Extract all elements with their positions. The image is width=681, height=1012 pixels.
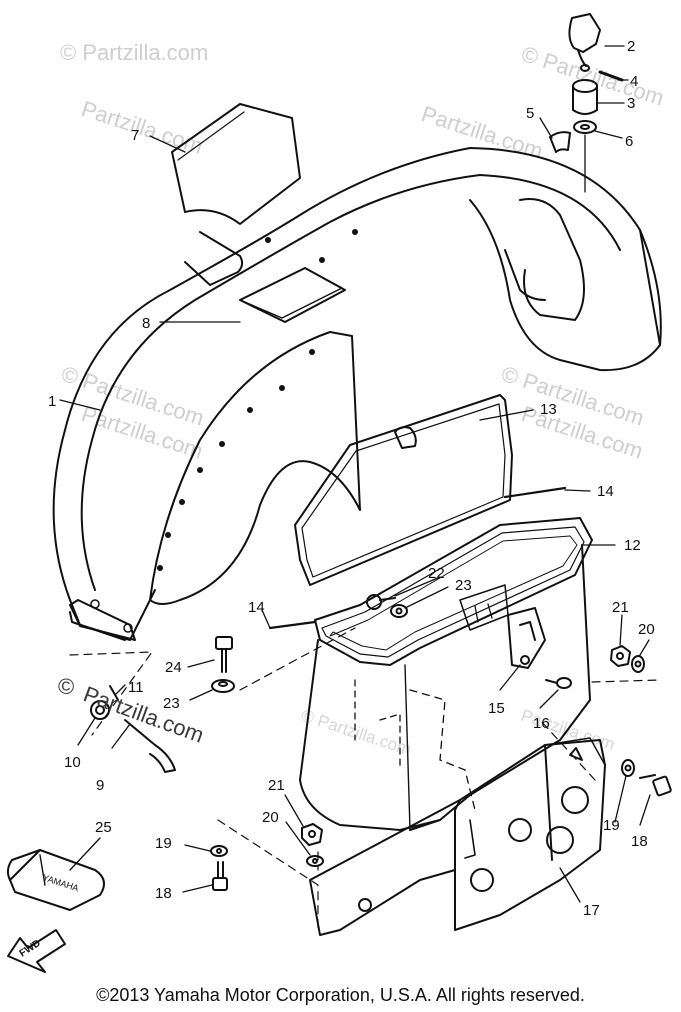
callout-25: 25 <box>95 819 112 836</box>
callout-6: 6 <box>625 133 633 150</box>
part-24-bolt <box>215 636 233 673</box>
callout-8: 8 <box>142 315 150 332</box>
case-body <box>299 544 591 831</box>
part-9-hook <box>124 719 176 773</box>
watermark: © Partzilla.com <box>60 40 208 65</box>
callout-14-right: 14 <box>597 483 614 500</box>
callout-5: 5 <box>526 105 534 122</box>
part-3-lock-cylinder <box>572 79 598 115</box>
part-23-washer <box>390 604 408 618</box>
callout-24: 24 <box>165 659 182 676</box>
callout-19-right: 19 <box>603 817 620 834</box>
callout-19-lower: 19 <box>155 835 172 852</box>
part-20-washer-right <box>631 655 645 673</box>
part-6-washer <box>573 120 597 134</box>
watermark: © Partzilla.com <box>299 706 414 759</box>
part-10-nut <box>90 700 110 720</box>
watermark: Partzilla.com <box>78 96 205 159</box>
callout-21-right: 21 <box>612 599 629 616</box>
part-19-washer-right <box>621 759 635 777</box>
callout-20-right: 20 <box>638 621 655 638</box>
callout-23: 23 <box>455 577 472 594</box>
callout-11: 11 <box>128 679 144 696</box>
callout-labels: 2 4 3 5 6 7 8 1 13 14 12 22 23 14 21 20 … <box>48 38 655 919</box>
part-21-nut-lower <box>301 823 323 846</box>
leader-lines <box>59 45 651 903</box>
part-23-washer-left <box>211 679 235 693</box>
callout-23-left: 23 <box>163 695 180 712</box>
part-14-pin-right <box>503 486 567 499</box>
part-14-pin-left <box>268 620 317 630</box>
watermark: © Partzilla.com <box>518 41 667 111</box>
assembly-lines <box>69 627 661 931</box>
part-7-plate <box>171 103 301 225</box>
part-15-latch <box>507 607 546 669</box>
part-21-nut-right <box>610 645 631 667</box>
callout-20-lower: 20 <box>262 809 279 826</box>
part-16-screw <box>545 677 572 689</box>
callout-1: 1 <box>48 393 56 410</box>
callout-3: 3 <box>627 95 635 112</box>
callout-22: 22 <box>428 565 445 582</box>
part-5-clip <box>549 131 571 153</box>
part-4-pin <box>598 70 624 82</box>
part-19-washer-lower <box>210 845 228 857</box>
part-20-washer-lower <box>306 855 324 867</box>
callout-4: 4 <box>630 73 638 90</box>
callout-14-left: 14 <box>248 599 265 616</box>
callout-7: 7 <box>131 127 139 144</box>
watermark-copyright-icon: © <box>58 674 74 699</box>
part-12-case-rim <box>314 517 593 666</box>
part-22-bolt <box>366 594 396 610</box>
part-11-pin <box>109 685 119 701</box>
part-2-key <box>568 13 601 72</box>
callout-16: 16 <box>533 715 550 732</box>
part-17-bracket <box>309 737 606 936</box>
copyright-footer: ©2013 Yamaha Motor Corporation, U.S.A. A… <box>96 985 585 1005</box>
part-18-bolt-lower <box>212 861 228 891</box>
callout-21-lower: 21 <box>268 777 285 794</box>
part-18-bolt-right <box>639 774 672 797</box>
part-13-gasket <box>294 394 513 586</box>
tool-bag-text: YAMAHA <box>41 872 80 893</box>
callout-17: 17 <box>583 902 600 919</box>
watermark-layer: © Partzilla.com Partzilla.com © Partzill… <box>58 40 667 759</box>
callout-18-right: 18 <box>631 833 648 850</box>
callout-18-lower: 18 <box>155 885 172 902</box>
callout-10: 10 <box>64 754 81 771</box>
callout-13: 13 <box>540 401 557 418</box>
callout-9: 9 <box>96 777 104 794</box>
callout-15: 15 <box>488 700 505 717</box>
callout-12: 12 <box>624 537 641 554</box>
callout-2: 2 <box>627 38 635 55</box>
part-8-plate <box>239 267 343 319</box>
fwd-arrow-icon <box>7 929 66 973</box>
part-25-tool-bag <box>6 849 105 911</box>
